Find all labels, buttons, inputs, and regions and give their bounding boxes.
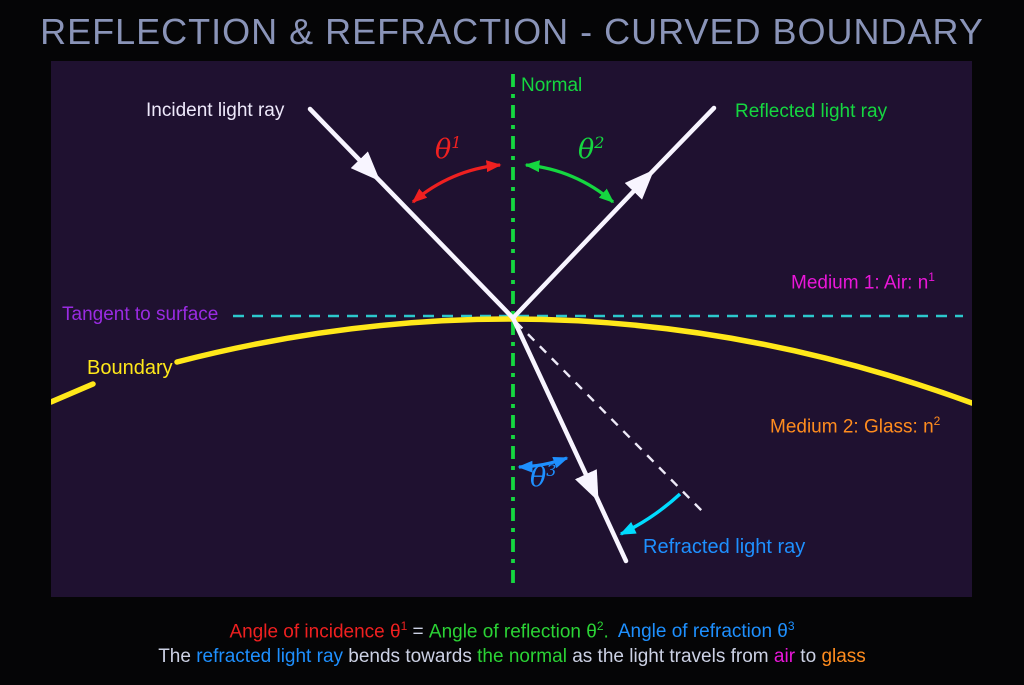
incident-ray-label: Incident light ray bbox=[146, 100, 285, 121]
caption-equals: = bbox=[407, 621, 429, 643]
caption-refracted-ray-text: refracted light ray bbox=[196, 646, 344, 667]
refracted-ray-label: Refracted light ray bbox=[643, 536, 806, 558]
tangent-to-surface-label: Tangent to surface bbox=[62, 304, 219, 325]
caption-angle-relation: Angle of incidence θ1 = Angle of reflect… bbox=[229, 619, 795, 643]
caption-reflection-text: Angle of reflection θ bbox=[428, 621, 597, 643]
medium2-glass-label: Medium 2: Glass: n2 bbox=[770, 414, 941, 438]
medium1-superscript: 1 bbox=[928, 270, 935, 284]
boundary-curve bbox=[174, 316, 972, 406]
theta1-angle-symbol: θ1 bbox=[435, 133, 462, 165]
diagram-canvas bbox=[51, 74, 972, 590]
bend-towards-normal-arrow bbox=[619, 492, 682, 536]
incident-ray bbox=[307, 106, 516, 321]
theta3-angle-symbol: θ3 bbox=[530, 461, 557, 493]
undeviated-ray-dashed-line bbox=[515, 321, 705, 514]
page-title: REFLECTION & REFRACTION - CURVED BOUNDAR… bbox=[40, 11, 984, 52]
boundary-curve-left-segment bbox=[51, 381, 96, 405]
boundary-label: Boundary bbox=[87, 357, 173, 379]
caption-bend-description: The refracted light ray bends towards th… bbox=[158, 646, 866, 667]
caption-the-normal-text: the normal bbox=[477, 646, 567, 667]
normal-label: Normal bbox=[521, 75, 583, 96]
reflection-angle-arc bbox=[524, 160, 615, 204]
refracted-ray bbox=[510, 315, 629, 564]
reflected-ray bbox=[510, 105, 717, 321]
refraction-angle-arc bbox=[517, 456, 569, 473]
caption-air-text: air bbox=[773, 646, 796, 667]
medium2-superscript: 2 bbox=[933, 414, 941, 428]
caption-incidence-text: Angle of incidence θ bbox=[229, 621, 401, 643]
caption-refraction-text: Angle of refraction θ bbox=[617, 621, 788, 643]
theta2-angle-symbol: θ2 bbox=[578, 133, 605, 165]
reflected-ray-label: Reflected light ray bbox=[735, 101, 888, 122]
caption-glass-text: glass bbox=[821, 646, 866, 667]
incidence-angle-arc bbox=[411, 160, 502, 204]
medium1-air-label: Medium 1: Air: n1 bbox=[791, 270, 935, 294]
diagram-panel: Incident light ray Normal Reflected ligh… bbox=[51, 61, 972, 597]
